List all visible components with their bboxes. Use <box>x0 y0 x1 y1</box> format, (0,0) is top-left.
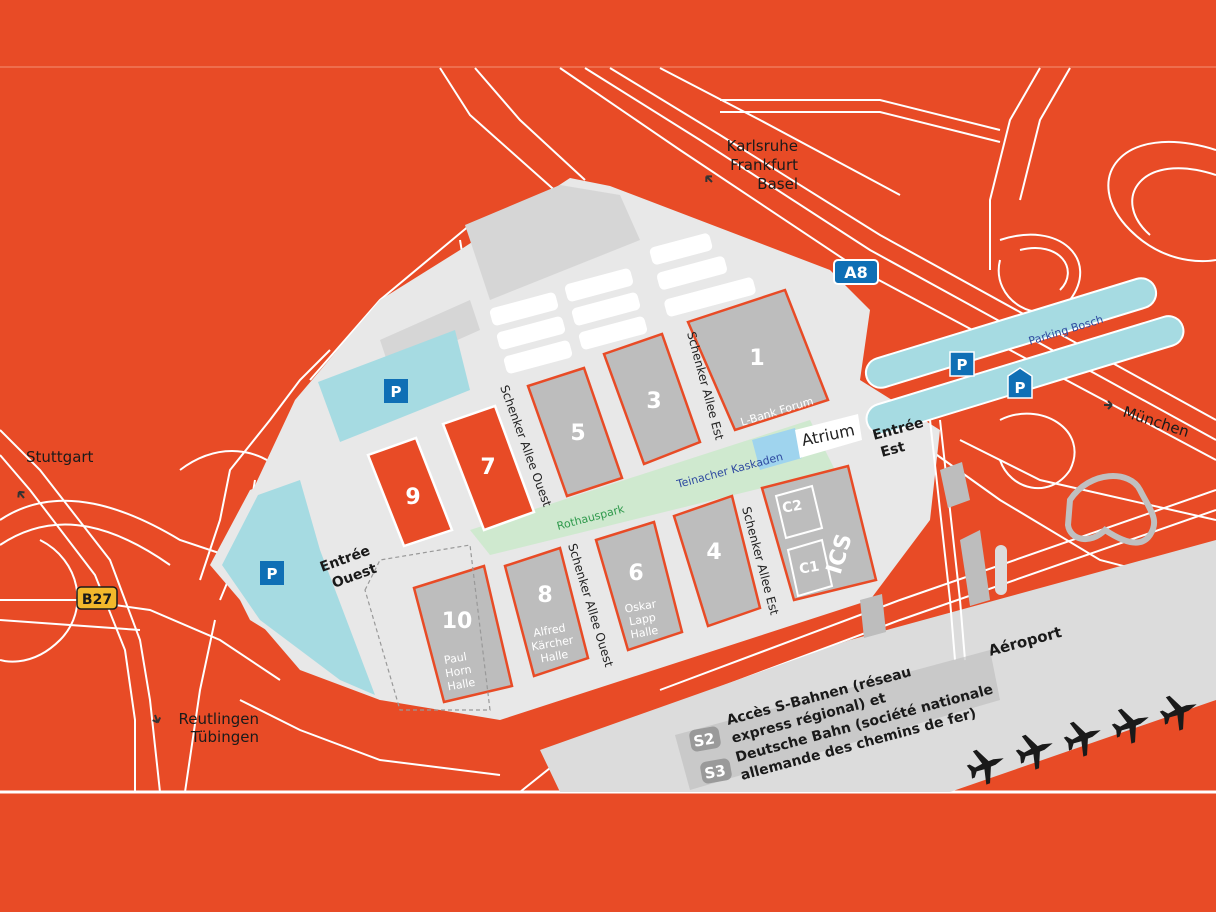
b27-sign: B27 <box>76 586 118 610</box>
svg-text:10: 10 <box>442 609 473 634</box>
s3-badge <box>700 758 732 784</box>
s2-badge <box>689 726 721 752</box>
svg-text:Halle: Halle <box>540 648 570 666</box>
hall-10[interactable]: 10 Paul Horn Halle <box>412 564 514 704</box>
north-parking-strips <box>489 233 756 374</box>
svg-text:1: 1 <box>749 346 764 371</box>
hall-6[interactable]: 6 Oskar Lapp Halle <box>594 520 684 652</box>
svg-text:8: 8 <box>537 583 552 608</box>
entrance-east-label-2: Est <box>879 439 907 461</box>
svg-text:9: 9 <box>405 485 420 510</box>
roundabout <box>1064 473 1158 546</box>
atrium <box>795 414 862 458</box>
svg-text:P: P <box>391 383 402 401</box>
north-service-area <box>465 185 640 300</box>
teinacher-kaskaden <box>752 428 802 470</box>
svg-text:7: 7 <box>480 455 495 480</box>
svg-text:Alfred: Alfred <box>532 621 566 639</box>
hall-4[interactable]: 4 <box>672 494 762 628</box>
hall-8[interactable]: 8 Alfred Kärcher Halle <box>503 546 590 678</box>
parking-icon: P <box>260 561 284 585</box>
svg-text:S3: S3 <box>703 761 727 782</box>
svg-text:S2: S2 <box>692 729 716 750</box>
svg-text:4: 4 <box>706 540 721 565</box>
svg-text:P: P <box>957 356 968 374</box>
ics-congress-center[interactable]: C2 C1 ICS <box>760 464 878 602</box>
a8-sign: A8 <box>833 259 879 285</box>
svg-text:C2: C2 <box>781 497 803 516</box>
direction-north-2: Frankfurt <box>730 156 798 174</box>
dashed-outline <box>364 544 491 711</box>
parking-icon: P <box>949 351 975 377</box>
rothauspark <box>470 420 835 555</box>
direction-north: Karlsruhe <box>727 137 798 155</box>
svg-text:B27: B27 <box>82 592 112 608</box>
hall-5[interactable]: 5 <box>526 366 624 498</box>
parking-west <box>222 480 375 695</box>
hall-7[interactable]: 7 <box>441 404 536 532</box>
svg-text:Paul: Paul <box>443 650 468 667</box>
direction-west: Stuttgart <box>26 448 94 466</box>
direction-south-2: Tübingen <box>190 728 259 746</box>
direction-north-3: Basel <box>757 175 798 193</box>
svg-text:Halle: Halle <box>447 676 477 694</box>
svg-text:Lapp: Lapp <box>628 611 657 628</box>
svg-text:P: P <box>1015 379 1026 397</box>
parking-icon: P <box>1007 367 1033 399</box>
parking-icon: P <box>384 379 408 403</box>
east-buildings <box>860 462 1007 638</box>
hall-9[interactable]: 9 <box>366 436 454 548</box>
svg-text:Halle: Halle <box>630 624 660 642</box>
svg-text:A8: A8 <box>844 263 868 282</box>
svg-text:6: 6 <box>628 561 643 586</box>
svg-text:5: 5 <box>570 421 585 446</box>
direction-south: Reutlingen <box>179 710 259 728</box>
svg-text:Oskar: Oskar <box>624 597 658 615</box>
svg-text:Horn: Horn <box>444 663 472 680</box>
svg-text:P: P <box>267 565 278 583</box>
svg-text:3: 3 <box>646 389 661 414</box>
hall-3[interactable]: 3 <box>602 332 702 466</box>
svg-text:C1: C1 <box>798 558 820 577</box>
rail-line <box>929 419 956 661</box>
